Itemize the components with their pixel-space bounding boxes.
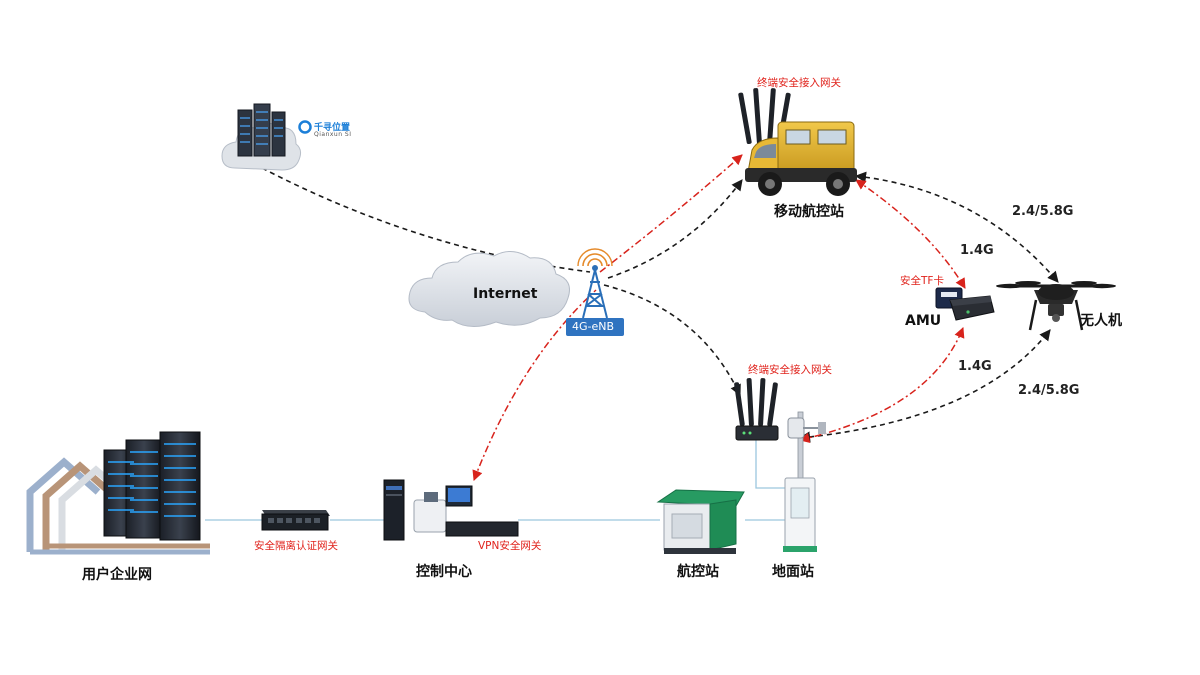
amu-label: AMU [905,313,942,329]
secure-link-tower-vehicle [599,154,743,273]
tower-label-box [566,318,624,336]
ground-gateway-router-icon [734,378,779,441]
secure-links [472,154,966,481]
link-vehicle-drone [854,171,1059,283]
control-center-label: 控制中心 [416,564,472,580]
isolation-gateway-label: 安全隔离认证网关 [254,540,338,552]
control-center-icon [383,479,519,541]
link-amu-ground-label: 1.4G [958,359,992,374]
qianxun-cloud-icon [221,103,312,171]
secure-link-vehicle-amu [855,179,966,289]
drone-label: 无人机 [1080,313,1122,329]
qianxun-brand-text: 千寻位置 [314,123,351,133]
secure-link-control-tower [472,289,597,481]
enterprise-label: 用户企业网 [82,567,152,583]
flight-station-cabinet-icon [656,489,745,554]
enterprise-network-icon [26,431,210,555]
internet-cloud-icon [408,251,570,327]
qianxun-logo-icon [298,120,312,134]
mobile-station-truck-icon [745,121,857,196]
lan-links [205,440,790,521]
tf-card-label: 安全TF卡 [900,275,944,287]
link-tower-ground-gateway [603,284,741,397]
mobile-station-label: 移动航控站 [774,204,844,220]
ground-gateway-label: 终端安全接入网关 [748,364,832,376]
qianxun-brand-subtext: Qianxun SI [314,131,352,138]
drone-icon [996,281,1116,331]
link-ground-drone [798,329,1051,443]
link-vehicle-amu-label: 1.4G [960,243,994,258]
link-drone-ground-label: 2.4/5.8G [1018,383,1080,398]
tower-label: 4G-eNB [572,320,615,333]
flight-station-label: 航控站 [677,564,719,580]
link-tower-vehicle [607,179,743,279]
secure-link-ground-amu [798,327,965,443]
amu-device-icon [935,287,995,321]
link-vehicle-drone-label: 2.4/5.8G [1012,204,1074,219]
vehicle-gateway-label: 终端安全接入网关 [757,77,841,89]
ground-station-mast-icon [783,411,826,552]
tower-icon [566,248,624,336]
link-cloud-tower [261,167,591,273]
isolation-gateway-box-icon [261,510,330,531]
vpn-gateway-box [445,521,519,537]
vpn-gateway-label: VPN安全网关 [478,540,542,552]
ground-station-label: 地面站 [772,564,814,580]
internet-label: Internet [473,286,538,302]
